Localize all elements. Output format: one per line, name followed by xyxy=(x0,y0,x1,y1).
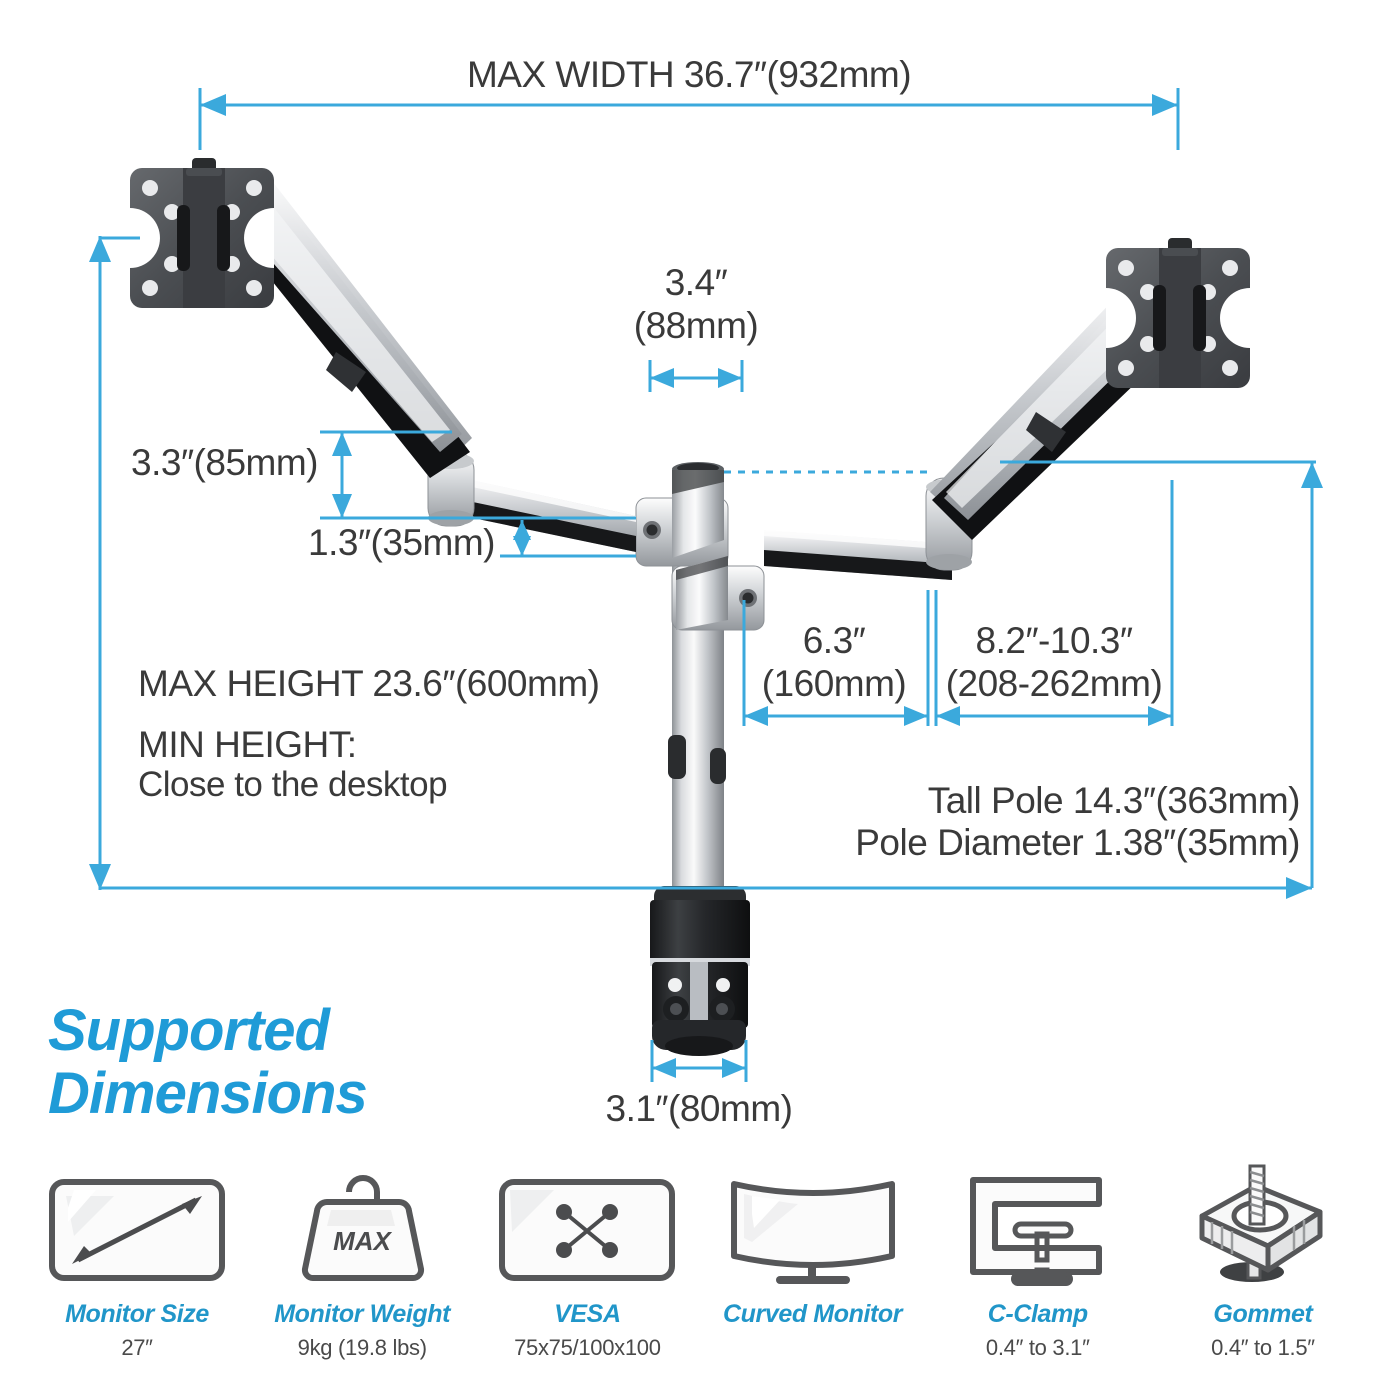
spec-monitor-weight: MAX Monitor Weight 9kg (19.8 lbs) xyxy=(267,1168,457,1361)
monitor-size-icon xyxy=(44,1168,230,1286)
spec-value: 9kg (19.8 lbs) xyxy=(297,1335,427,1360)
curved-monitor-icon xyxy=(718,1168,908,1286)
label-max-height: MAX HEIGHT 23.6″(600mm) xyxy=(138,663,600,704)
supported-dimensions-heading: Supported Dimensions xyxy=(48,998,368,1126)
monitor-weight-icon: MAX xyxy=(287,1168,437,1286)
spec-title: VESA xyxy=(554,1300,621,1328)
label-arm-drop: 1.3″(35mm) xyxy=(308,522,495,563)
spec-title: C-Clamp xyxy=(987,1300,1088,1328)
spec-value: 27″ xyxy=(121,1335,153,1360)
label-outer-reach-inches: 8.2″-10.3″ xyxy=(975,620,1133,661)
label-inner-reach-mm: (160mm) xyxy=(761,663,907,704)
label-outer-reach-mm: (208-262mm) xyxy=(945,663,1163,704)
label-pole-diameter: Pole Diameter 1.38″(35mm) xyxy=(855,822,1300,863)
weight-max-text: MAX xyxy=(333,1226,392,1256)
spec-value: 0.4″ to 1.5″ xyxy=(1211,1335,1315,1360)
lower-pole-collar xyxy=(671,556,765,631)
label-base-width: 3.1″(80mm) xyxy=(605,1088,793,1129)
label-min-height: MIN HEIGHT: xyxy=(138,724,357,765)
spec-c-clamp: C-Clamp 0.4″ to 3.1″ xyxy=(943,1168,1133,1361)
spec-grommet: Gommet 0.4″ to 1.5″ xyxy=(1168,1164,1358,1361)
spec-title: Curved Monitor xyxy=(723,1300,903,1328)
spec-value: 0.4″ to 3.1″ xyxy=(985,1335,1090,1360)
spec-title: Gommet xyxy=(1213,1300,1313,1328)
label-max-width: MAX WIDTH 36.7″(932mm) xyxy=(466,54,912,95)
left-vesa-plate xyxy=(130,158,274,308)
spec-title: Monitor Size xyxy=(65,1300,209,1328)
heading-line-1: Supported xyxy=(48,998,330,1063)
label-center-gap-inches: 3.4″ xyxy=(664,262,728,303)
grommet-icon xyxy=(1178,1164,1348,1286)
upper-pole-collar xyxy=(635,470,729,567)
label-min-height-value: Close to the desktop xyxy=(138,765,448,804)
label-arm-rise: 3.3″(85mm) xyxy=(131,442,318,483)
right-vesa-plate xyxy=(1106,238,1250,388)
spec-title: Monitor Weight xyxy=(274,1300,451,1328)
desk-clamp-base xyxy=(650,886,750,1056)
heading-line-2: Dimensions xyxy=(48,1060,368,1126)
spec-monitor-size: Monitor Size 27″ xyxy=(42,1168,232,1361)
spec-value: 75x75/100x100 xyxy=(514,1335,661,1360)
vesa-icon xyxy=(494,1168,680,1286)
supported-specs-row: Monitor Size 27″ MAX Monitor Weight 9kg … xyxy=(0,1164,1400,1361)
spec-curved-monitor: Curved Monitor xyxy=(718,1168,908,1361)
label-center-gap-mm: (88mm) xyxy=(633,305,759,346)
label-tall-pole: Tall Pole 14.3″(363mm) xyxy=(927,780,1301,821)
c-clamp-icon xyxy=(955,1168,1121,1286)
label-inner-reach-inches: 6.3″ xyxy=(802,620,866,661)
spec-vesa: VESA 75x75/100x100 xyxy=(492,1168,682,1361)
